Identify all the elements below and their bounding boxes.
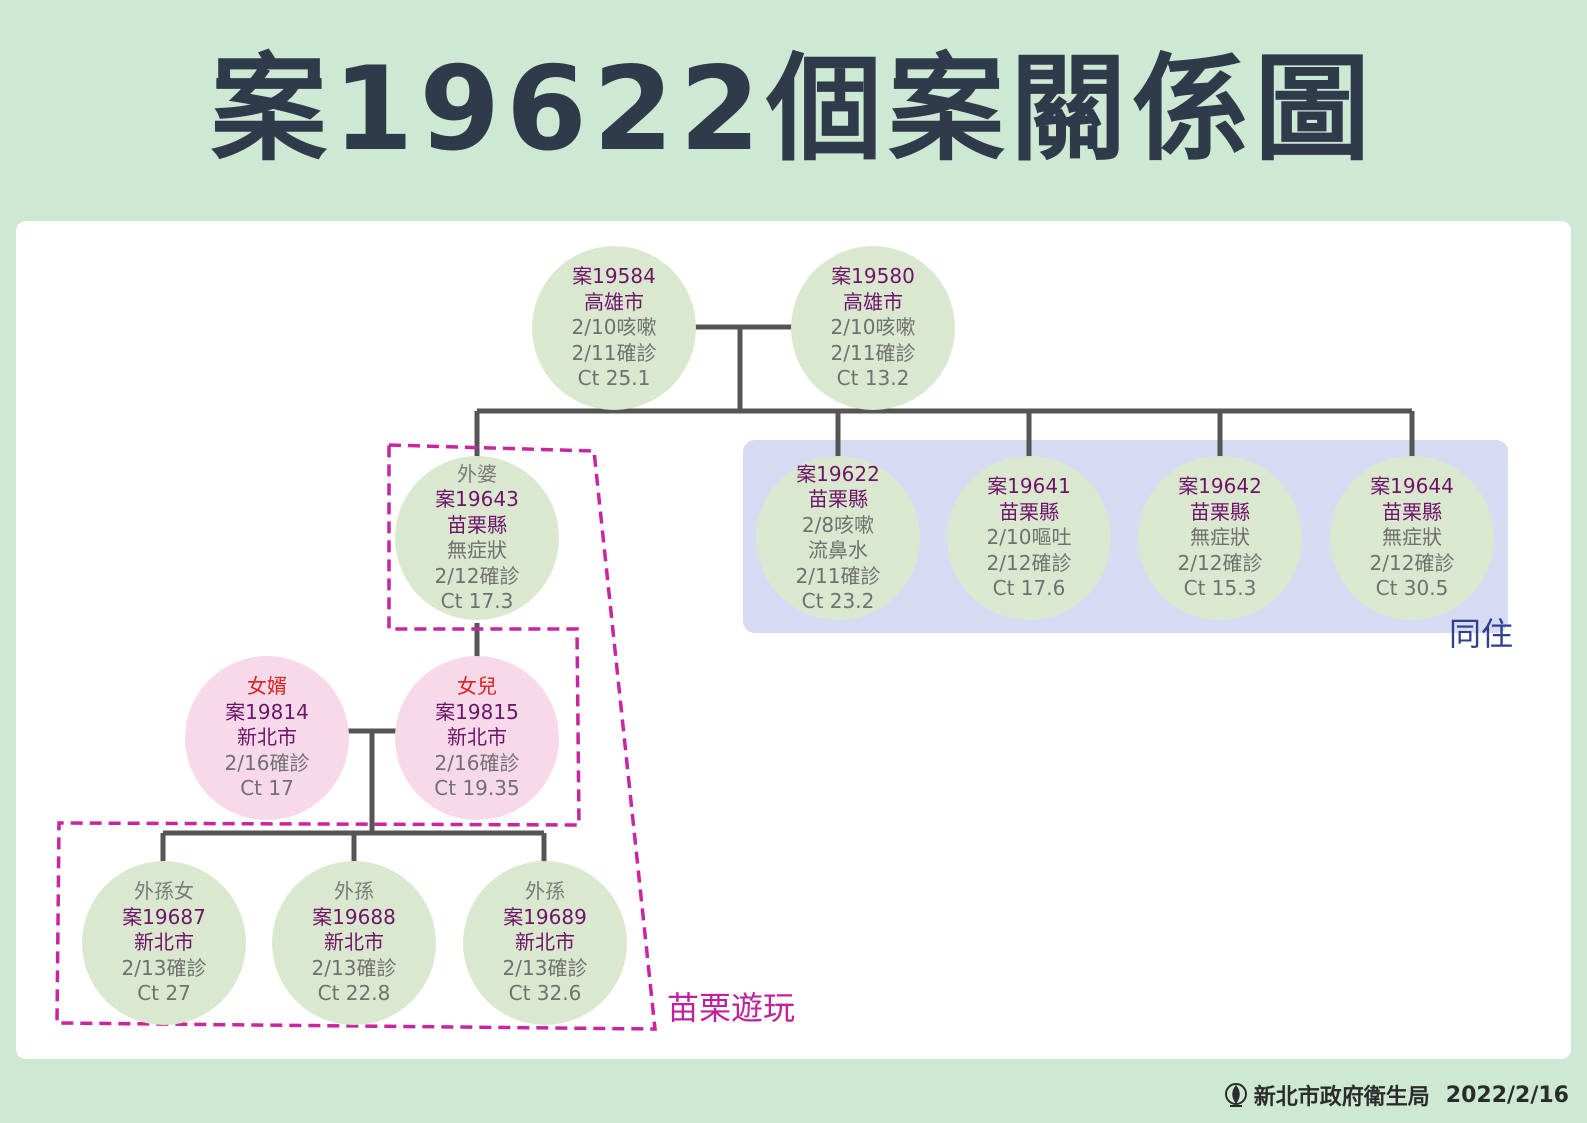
- case-detail: 無症狀: [1382, 525, 1442, 550]
- case-number: 案19644: [1370, 474, 1454, 499]
- case-node-19687: 外孫女 案19687 新北市 2/13確診 Ct 27: [82, 861, 246, 1025]
- case-city: 新北市: [324, 930, 384, 955]
- case-detail: 2/11確診: [830, 340, 916, 365]
- case-ct-value: Ct 30.5: [1375, 576, 1449, 601]
- case-node-19580: 案19580 高雄市 2/10咳嗽 2/11確診 Ct 13.2: [791, 246, 955, 410]
- case-city: 苗栗縣: [1190, 499, 1250, 524]
- case-detail: 2/13確診: [502, 955, 588, 980]
- relation-label: 外孫: [525, 879, 565, 904]
- case-detail: 2/11確診: [795, 563, 881, 588]
- agency-name: 新北市政府衛生局: [1253, 1085, 1430, 1110]
- case-city: 高雄市: [843, 289, 903, 314]
- case-number: 案19815: [435, 699, 519, 724]
- relation-label: 女兒: [457, 674, 497, 699]
- case-detail: 無症狀: [447, 538, 507, 562]
- case-detail: 2/12確診: [1177, 550, 1263, 575]
- case-ct-value: Ct 15.3: [1183, 576, 1257, 601]
- case-number: 案19584: [572, 264, 656, 289]
- case-node-19643: 外婆 案19643 苗栗縣 無症狀 2/12確診 Ct 17.3: [395, 456, 559, 620]
- case-node-19688: 外孫 案19688 新北市 2/13確診 Ct 22.8: [272, 861, 436, 1025]
- case-city: 高雄市: [584, 289, 644, 314]
- case-node-19622: 案19622 苗栗縣 2/8咳嗽 流鼻水 2/11確診 Ct 23.2: [756, 456, 920, 620]
- case-number: 案19687: [122, 904, 206, 929]
- footer: 新北市政府衛生局 2022/2/16: [1224, 1079, 1569, 1111]
- health-bureau-logo-icon: [1224, 1083, 1247, 1107]
- case-ct-value: Ct 32.6: [508, 981, 582, 1006]
- case-detail: 2/13確診: [121, 955, 207, 980]
- case-number: 案19688: [312, 904, 396, 929]
- case-number: 案19814: [225, 699, 309, 724]
- case-ct-value: Ct 25.1: [577, 366, 651, 391]
- case-ct-value: Ct 17: [240, 776, 294, 801]
- case-ct-value: Ct 19.35: [434, 776, 520, 801]
- case-city: 新北市: [447, 725, 507, 750]
- case-detail: 2/16確診: [224, 750, 310, 775]
- case-detail: 2/11確診: [571, 340, 657, 365]
- cohabit-group-label: 同住: [1449, 615, 1514, 653]
- case-detail: 2/10咳嗽: [830, 315, 916, 340]
- publish-date: 2022/2/16: [1445, 1082, 1569, 1108]
- case-node-19814: 女婿 案19814 新北市 2/16確診 Ct 17: [185, 656, 349, 820]
- case-node-19689: 外孫 案19689 新北市 2/13確診 Ct 32.6: [463, 861, 627, 1025]
- case-detail: 2/16確診: [434, 750, 520, 775]
- case-number: 案19642: [1178, 474, 1262, 499]
- case-number: 案19641: [987, 474, 1071, 499]
- case-detail: 流鼻水: [808, 538, 868, 562]
- relation-label: 外孫女: [134, 879, 194, 904]
- case-node-19815: 女兒 案19815 新北市 2/16確診 Ct 19.35: [395, 656, 559, 820]
- miaoli-trip-group-label: 苗栗遊玩: [667, 989, 796, 1027]
- case-number: 案19622: [796, 461, 880, 486]
- case-city: 新北市: [134, 930, 194, 955]
- case-detail: 2/12確診: [1369, 550, 1455, 575]
- case-number: 案19643: [435, 487, 519, 511]
- case-detail: 無症狀: [1190, 525, 1250, 550]
- case-detail: 2/8咳嗽: [801, 512, 875, 537]
- case-ct-value: Ct 27: [137, 981, 191, 1006]
- case-ct-value: Ct 23.2: [801, 589, 875, 613]
- case-city: 新北市: [515, 930, 575, 955]
- case-number: 案19689: [503, 904, 587, 929]
- case-ct-value: Ct 17.3: [440, 589, 514, 613]
- case-city: 苗栗縣: [999, 499, 1059, 524]
- case-ct-value: Ct 13.2: [836, 366, 910, 391]
- case-city: 苗栗縣: [1382, 499, 1442, 524]
- case-ct-value: Ct 22.8: [317, 981, 391, 1006]
- case-city: 苗栗縣: [447, 512, 507, 537]
- relation-label: 外孫: [334, 879, 374, 904]
- case-detail: 2/10嘔吐: [986, 525, 1072, 550]
- case-detail: 2/12確診: [434, 563, 520, 588]
- case-node-19644: 案19644 苗栗縣 無症狀 2/12確診 Ct 30.5: [1330, 456, 1494, 620]
- relation-label: 女婿: [247, 674, 287, 699]
- case-node-19584: 案19584 高雄市 2/10咳嗽 2/11確診 Ct 25.1: [532, 246, 696, 410]
- page-title: 案19622個案關係圖: [210, 42, 1377, 177]
- case-city: 苗栗縣: [808, 487, 868, 511]
- case-node-19642: 案19642 苗栗縣 無症狀 2/12確診 Ct 15.3: [1138, 456, 1302, 620]
- miaoli-trip-dashed-boundary: [55, 443, 657, 1031]
- case-ct-value: Ct 17.6: [992, 576, 1066, 601]
- case-detail: 2/10咳嗽: [571, 315, 657, 340]
- case-number: 案19580: [831, 264, 915, 289]
- case-detail: 2/12確診: [986, 550, 1072, 575]
- case-city: 新北市: [237, 725, 297, 750]
- case-node-19641: 案19641 苗栗縣 2/10嘔吐 2/12確診 Ct 17.6: [947, 456, 1111, 620]
- relation-label: 外婆: [457, 461, 497, 486]
- case-detail: 2/13確診: [311, 955, 397, 980]
